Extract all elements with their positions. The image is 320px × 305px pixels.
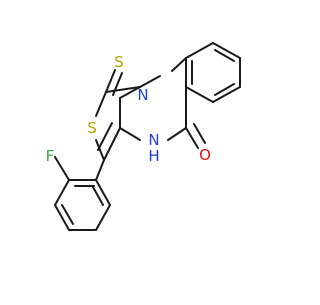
fluorophenyl-ring bbox=[54, 156, 111, 231]
ring-sulfur-label: S bbox=[87, 119, 97, 137]
amide-nitrogen-label: N bbox=[148, 131, 159, 149]
benzo-ring bbox=[185, 42, 241, 103]
thiazole-ring bbox=[95, 69, 141, 161]
fluorine-label: F bbox=[46, 147, 55, 165]
molecule-structure: S S N N H O F bbox=[46, 42, 241, 231]
molecule-canvas: S S N N H O F bbox=[46, 42, 241, 231]
pyrimidinone-ring bbox=[119, 57, 206, 149]
ring-nitrogen-label: N bbox=[137, 86, 148, 104]
oxygen-label: O bbox=[199, 146, 211, 164]
thione-sulfur-label: S bbox=[114, 53, 124, 71]
amide-hydrogen-label: H bbox=[148, 147, 159, 165]
